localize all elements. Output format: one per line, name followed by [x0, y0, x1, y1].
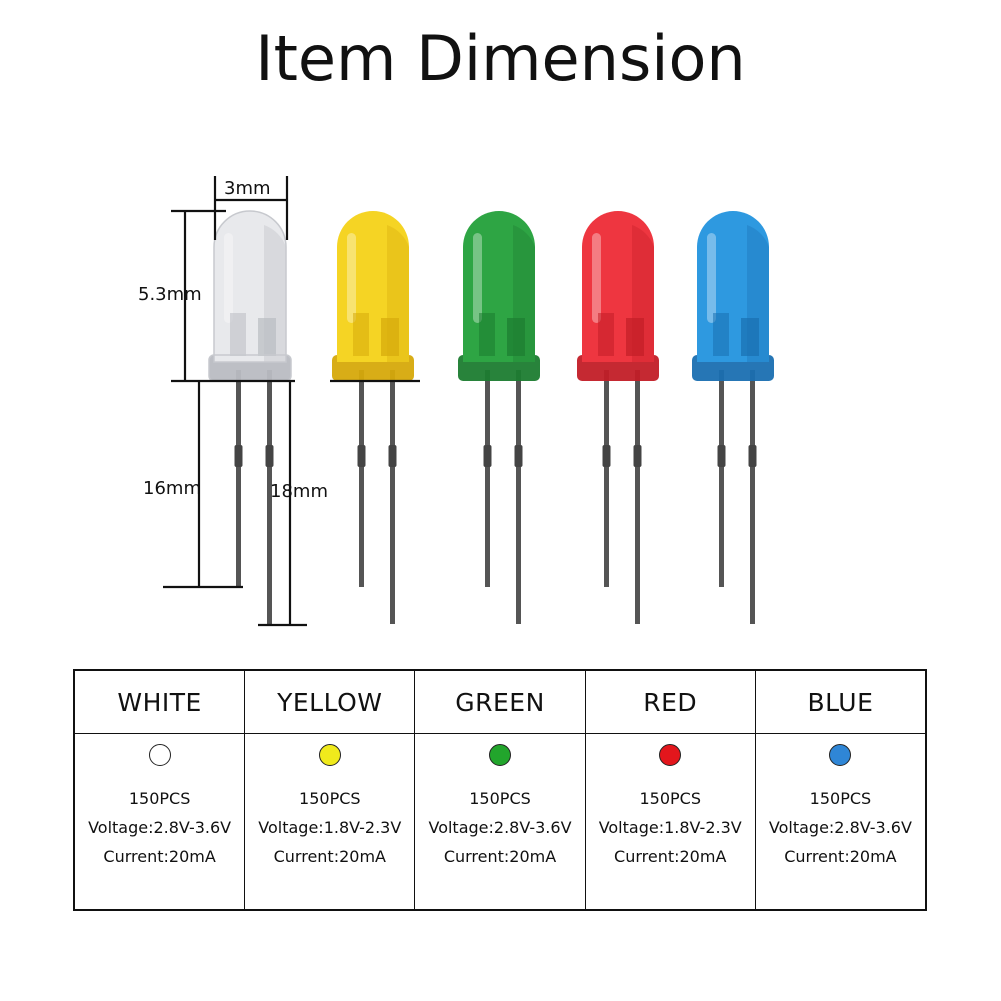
led-lead-short: [359, 370, 364, 587]
led-lead-short: [485, 370, 490, 587]
led-anvil: [353, 313, 369, 356]
led-lead-short: [604, 370, 609, 587]
led-yellow: [332, 211, 414, 624]
page-title: Item Dimension: [255, 22, 746, 95]
color-swatch-red: [659, 744, 682, 766]
led-highlight: [707, 233, 716, 323]
led-lead-long: [750, 370, 755, 624]
column-header: GREEN: [415, 671, 585, 734]
current-text: Current:20mA: [614, 847, 727, 866]
width-dimension-label: 3mm: [224, 178, 271, 199]
led-anvil: [713, 313, 729, 356]
led-highlight: [592, 233, 601, 323]
led-lead-kink: [357, 445, 366, 467]
color-swatch-green: [489, 744, 511, 766]
led-lead-kink: [234, 445, 243, 467]
voltage-text: Voltage:1.8V-2.3V: [258, 818, 402, 837]
led-green: [458, 211, 540, 624]
led-red: [577, 211, 659, 624]
current-text: Current:20mA: [103, 847, 216, 866]
quantity-text: 150PCS: [469, 789, 531, 808]
led-white: [208, 210, 292, 624]
led-post: [258, 318, 276, 356]
quantity-text: 150PCS: [128, 789, 191, 808]
led-blue: [692, 211, 774, 624]
led-lead-long: [635, 370, 640, 624]
spec-column-blue: BLUE 150PCS Voltage:2.8V-3.6V Current:20…: [755, 671, 926, 909]
led-lead-long: [516, 370, 521, 624]
spec-column-yellow: YELLOW 150PCS Voltage:1.8V-2.3V Current:…: [245, 671, 416, 909]
color-swatch-blue: [829, 744, 852, 766]
led-lead-kink: [602, 445, 611, 467]
spec-column-green: GREEN 150PCS Voltage:2.8V-3.6V Current:2…: [415, 671, 586, 909]
voltage-text: Voltage:2.8V-3.6V: [768, 818, 912, 837]
led-lead-kink: [265, 445, 274, 467]
column-header: RED: [585, 671, 755, 734]
led-lead-kink: [633, 445, 642, 467]
current-text: Current:20mA: [784, 847, 897, 866]
voltage-text: Voltage:2.8V-3.6V: [88, 818, 232, 837]
color-swatch-white: [148, 744, 171, 766]
voltage-text: Voltage:1.8V-2.3V: [598, 818, 742, 837]
long-lead-dimension-label: 18mm: [270, 481, 328, 502]
column-header: WHITE: [75, 671, 245, 734]
dimension-lines: [163, 176, 420, 627]
led-lead-long: [267, 370, 272, 624]
led-outline: [213, 210, 287, 363]
led-lead-long: [390, 370, 395, 624]
current-text: Current:20mA: [273, 847, 386, 866]
spec-column-red: RED 150PCS Voltage:1.8V-2.3V Current:20m…: [585, 671, 756, 909]
led-anvil: [598, 313, 614, 356]
led-anvil: [479, 313, 495, 356]
led-post: [626, 318, 644, 356]
color-swatch-yellow: [318, 744, 341, 766]
spec-column-white: WHITE 150PCS Voltage:2.8V-3.6V Current:2…: [75, 671, 246, 909]
led-group: [208, 210, 774, 624]
current-text: Current:20mA: [443, 847, 557, 866]
led-post: [741, 318, 759, 356]
led-highlight: [473, 233, 482, 323]
led-spec-table: WHITE 150PCS Voltage:2.8V-3.6V Current:2…: [73, 669, 927, 911]
column-header: YELLOW: [245, 671, 415, 734]
led-lead-kink: [388, 445, 397, 467]
led-lead-kink: [748, 445, 757, 467]
led-lead-kink: [514, 445, 523, 467]
led-highlight: [224, 233, 233, 323]
led-lead-short: [719, 370, 724, 587]
column-header: BLUE: [755, 671, 926, 734]
led-dimension-diagram: 3mm 5.3mm 16mm 18mm: [138, 176, 774, 627]
led-anvil: [230, 313, 246, 356]
quantity-text: 150PCS: [299, 789, 361, 808]
quantity-text: 150PCS: [639, 789, 701, 808]
head-height-dimension-label: 5.3mm: [138, 284, 202, 305]
led-post: [381, 318, 399, 356]
led-lead-short: [236, 370, 241, 587]
led-lead-kink: [717, 445, 726, 467]
voltage-text: Voltage:2.8V-3.6V: [428, 818, 572, 837]
short-lead-dimension-label: 16mm: [143, 478, 201, 499]
led-highlight: [347, 233, 356, 323]
quantity-text: 150PCS: [809, 789, 872, 808]
led-post: [507, 318, 525, 356]
led-lead-kink: [483, 445, 492, 467]
